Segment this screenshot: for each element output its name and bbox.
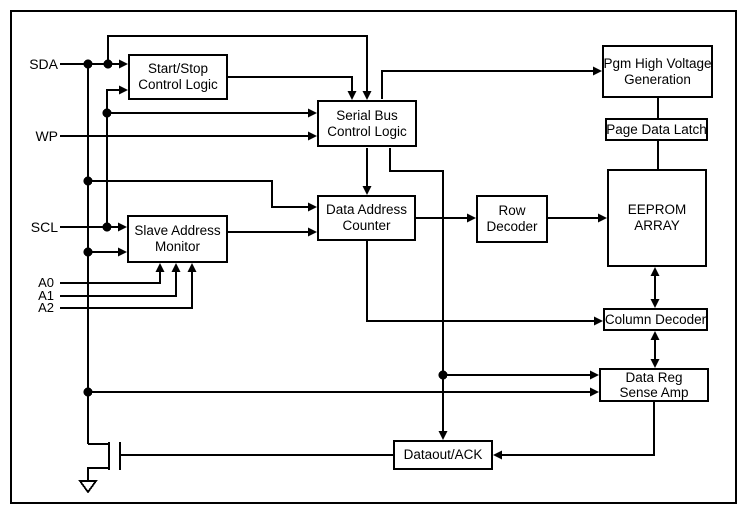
pin-label-a0: A0 xyxy=(38,275,54,290)
block-label: Serial Bus xyxy=(336,107,398,123)
diagram-border xyxy=(10,10,737,504)
pin-label-scl: SCL xyxy=(30,219,58,235)
block-label: Pgm High Voltage xyxy=(603,55,712,71)
block-label: Monitor xyxy=(154,239,200,254)
block-label: Column Decoder xyxy=(604,311,707,327)
block-label: Control Logic xyxy=(327,123,407,139)
block-data-address-counter: Data Address Counter xyxy=(317,195,416,241)
pin-label-a2: A2 xyxy=(38,300,54,315)
block-label: Page Data Latch xyxy=(606,121,707,137)
block-slave-address-monitor: Slave Address Monitor xyxy=(127,215,228,263)
block-label: Data Reg xyxy=(625,370,683,385)
pin-label-a1: A1 xyxy=(38,288,54,303)
block-serial-bus-control-logic: Serial Bus Control Logic xyxy=(317,100,417,147)
block-row-decoder: Row Decoder xyxy=(476,195,548,243)
block-label: ARRAY xyxy=(634,218,680,233)
pin-label-sda: SDA xyxy=(29,56,58,72)
block-label: Decoder xyxy=(486,219,538,234)
block-label: Data Address xyxy=(325,202,408,217)
block-label: Sense Amp xyxy=(619,385,689,400)
block-label: Row xyxy=(498,203,526,218)
block-data-reg-sense-amp: Data Reg Sense Amp xyxy=(599,368,709,402)
block-eeprom-array: EEPROM ARRAY xyxy=(607,169,707,267)
block-column-decoder: Column Decoder xyxy=(603,308,708,331)
block-label: EEPROM xyxy=(627,202,687,217)
block-label: Dataout/ACK xyxy=(403,447,483,462)
block-label: Counter xyxy=(342,218,391,233)
block-dataout-ack: Dataout/ACK xyxy=(393,440,493,470)
block-page-data-latch: Page Data Latch xyxy=(605,118,708,141)
block-pgm-high-voltage-generation: Pgm High Voltage Generation xyxy=(602,45,713,98)
block-label: Generation xyxy=(624,71,691,87)
block-label: Control Logic xyxy=(138,77,218,92)
pin-label-wp: WP xyxy=(35,128,58,144)
block-label: Slave Address xyxy=(134,223,221,238)
block-label: Start/Stop xyxy=(147,61,209,76)
block-start-stop-control-logic: Start/Stop Control Logic xyxy=(128,54,228,100)
